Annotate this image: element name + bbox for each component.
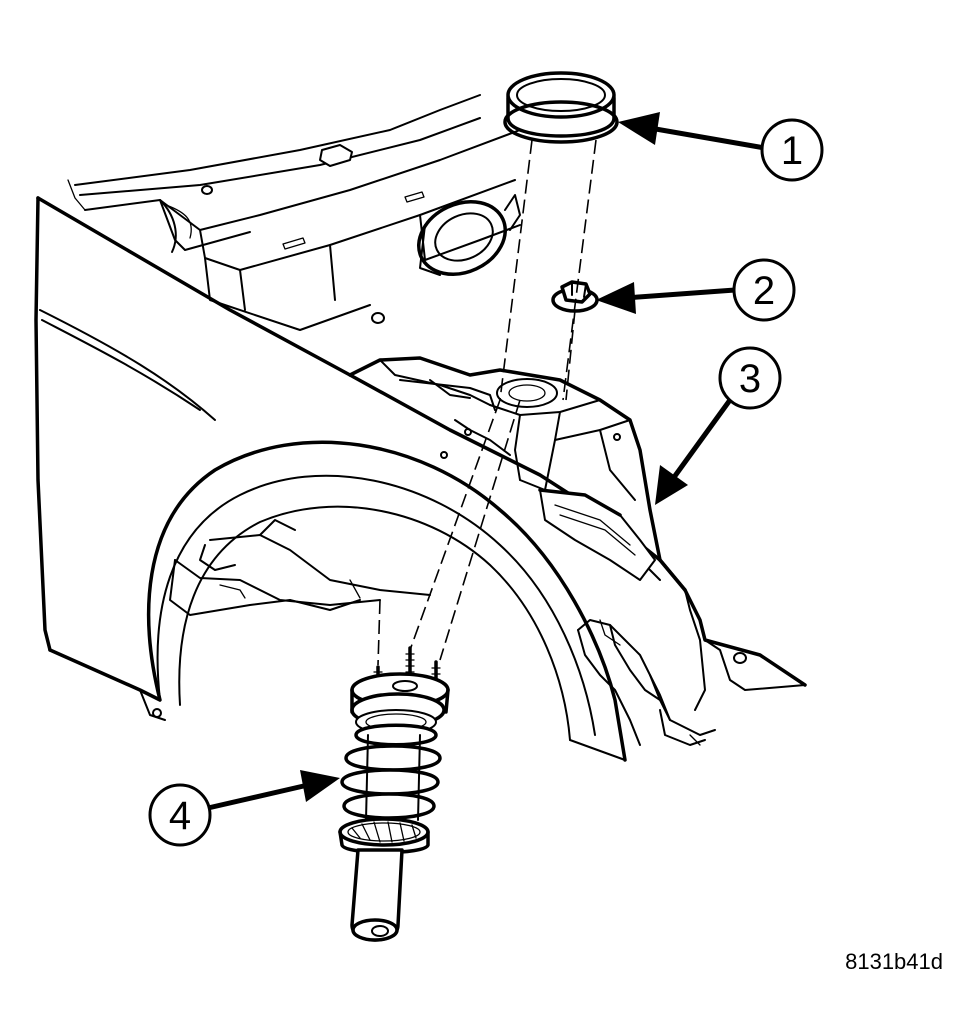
callout-label-2: 2 [753, 269, 775, 313]
callout-circle-3 [718, 346, 782, 410]
callout-circle-2 [732, 258, 796, 322]
callout-2: 2 [596, 258, 796, 322]
frame-rail [577, 558, 807, 746]
arrowhead-1 [618, 112, 660, 145]
callout-1: 1 [618, 112, 824, 182]
callout-circle-1 [760, 118, 824, 182]
callout-label-3: 3 [739, 357, 761, 401]
arrowhead-4 [300, 770, 340, 802]
callout-circle-4 [148, 783, 212, 847]
arrowhead-2 [596, 282, 636, 314]
leader-line-3 [669, 398, 733, 482]
strut-cap [503, 71, 619, 144]
fender [34, 196, 687, 762]
leader-line-4 [207, 782, 309, 811]
leader-line-2 [624, 287, 736, 301]
figure-code: 8131b41d [845, 949, 943, 974]
callout-4: 4 [148, 770, 340, 847]
cowl-panel [67, 94, 521, 331]
wheelhouse-liner [169, 519, 431, 616]
strut-assembly [338, 646, 450, 942]
booster-component [417, 194, 521, 276]
strut-tower [348, 356, 662, 581]
callout-label-4: 4 [169, 794, 191, 838]
callout-label-1: 1 [781, 129, 803, 173]
leader-line-1 [649, 125, 766, 151]
assembly-guide-lines [377, 139, 597, 666]
callout-3: 3 [655, 346, 782, 505]
arrowhead-3 [655, 465, 688, 505]
